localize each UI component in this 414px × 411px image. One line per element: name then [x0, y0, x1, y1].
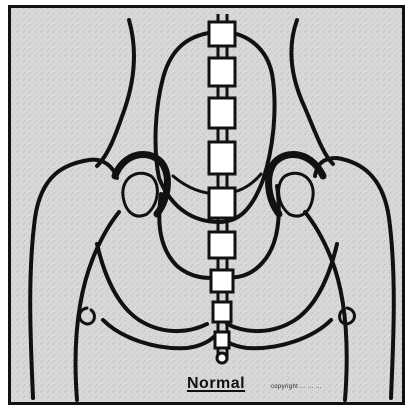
tail-tip	[217, 353, 227, 363]
vertebra-5	[209, 188, 235, 218]
vertebra-8	[213, 302, 231, 322]
diagram-caption: Normal	[187, 375, 245, 393]
pelvis-diagram	[11, 8, 402, 402]
diagram-frame: Normal copyright ... ... ...	[8, 5, 405, 405]
copyright-text: copyright ... ... ...	[271, 384, 322, 390]
vertebra-3	[209, 98, 235, 128]
vertebra-2	[209, 58, 235, 86]
vertebra-1	[209, 22, 235, 46]
vertebra-9	[215, 332, 229, 348]
vertebra-6	[209, 232, 235, 258]
vertebra-7	[211, 270, 233, 292]
vertebra-4	[209, 142, 235, 174]
spine-column	[209, 14, 235, 363]
